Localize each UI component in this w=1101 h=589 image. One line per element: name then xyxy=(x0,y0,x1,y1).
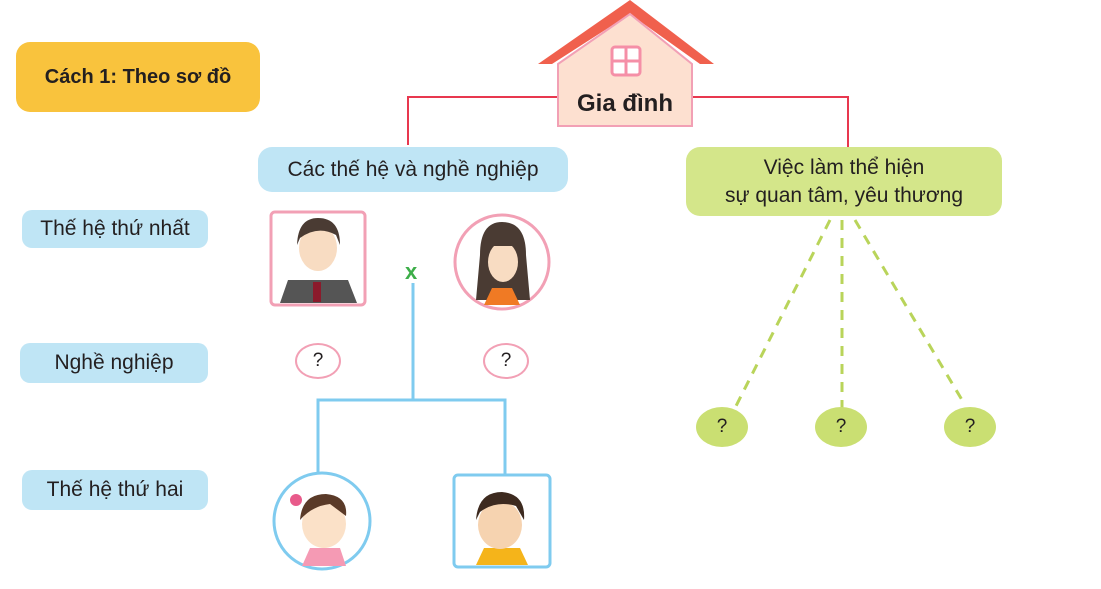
row-label-job: Nghề nghiệp xyxy=(20,343,208,383)
method-label: Cách 1: Theo sơ đồ xyxy=(16,42,260,112)
father-portrait xyxy=(269,210,367,307)
care-placeholder-2[interactable]: ? xyxy=(815,407,867,447)
mother-portrait xyxy=(453,213,551,311)
row-label-gen2: Thế hệ thứ hai xyxy=(22,470,208,510)
root-label: Gia đình xyxy=(577,90,673,117)
marriage-symbol: x xyxy=(405,259,418,284)
care-placeholder-3[interactable]: ? xyxy=(944,407,996,447)
father-job-placeholder[interactable]: ? xyxy=(295,343,341,379)
son-portrait xyxy=(452,473,552,569)
daughter-portrait xyxy=(272,471,372,571)
mother-job-placeholder[interactable]: ? xyxy=(483,343,529,379)
row-label-gen1: Thế hệ thứ nhất xyxy=(22,210,208,248)
branch-care-line2: sự quan tâm, yêu thương xyxy=(724,183,963,207)
house-icon xyxy=(538,0,714,127)
branch-generations-label: Các thế hệ và nghề nghiệp xyxy=(258,147,568,192)
care-placeholder-1[interactable]: ? xyxy=(696,407,748,447)
branch-care-line1: Việc làm thể hiện xyxy=(763,155,925,179)
branch-care-label: Việc làm thể hiện sự quan tâm, yêu thươn… xyxy=(686,147,1002,216)
